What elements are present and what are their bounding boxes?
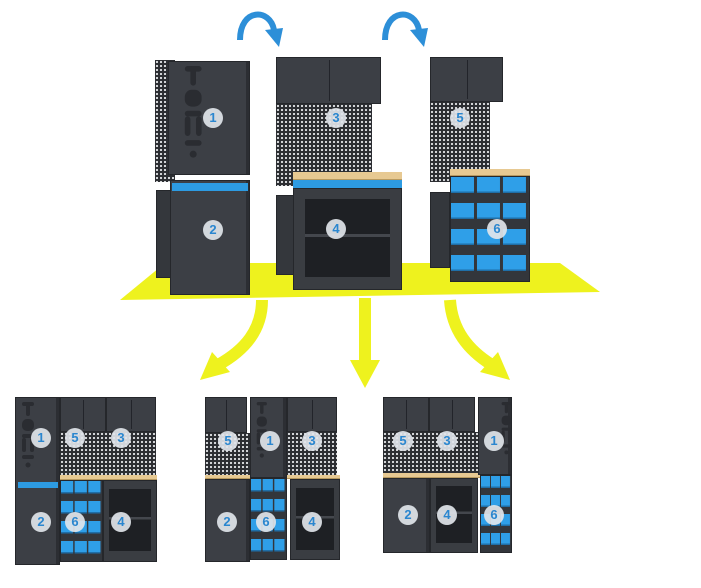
module-number-badge: 2: [203, 220, 223, 240]
worktop: [287, 475, 340, 479]
wall-cabinet: [205, 397, 247, 433]
brand-logo-stroke: [184, 140, 202, 146]
module-number-badge: 5: [65, 428, 85, 448]
wall-cabinet: [383, 397, 429, 432]
brand-logo: [184, 66, 202, 158]
module-number-badge: 4: [437, 505, 457, 525]
brand-logo-stroke: [256, 432, 261, 445]
wall-cabinet: [276, 57, 381, 104]
wall-cabinet: [429, 397, 475, 432]
floor-arrow-right-head: [480, 352, 510, 380]
module-number-badge: 4: [111, 512, 131, 532]
swap-arrow-3-5: [382, 11, 422, 41]
drawer-strip: [18, 482, 58, 488]
worktop: [293, 172, 402, 180]
brand-logo-stroke: [259, 453, 264, 458]
module-number-badge: 1: [203, 108, 223, 128]
floor-arrow-middle: [359, 298, 371, 363]
module-number-badge: 4: [326, 219, 346, 239]
brand-logo-stroke: [189, 150, 197, 158]
brand-logo-stroke: [256, 416, 267, 427]
swap-arrow-3-5-head: [410, 28, 428, 47]
brand-logo-stroke: [501, 415, 512, 426]
brand-logo-stroke: [504, 402, 508, 414]
bin-cabinet-6: [450, 176, 530, 282]
module-number-badge: 1: [260, 431, 280, 451]
brand-logo-stroke: [25, 462, 31, 468]
workbench-opening: [304, 199, 391, 277]
back-panel: [430, 192, 450, 268]
module-number-badge: 3: [111, 428, 131, 448]
module-number-badge: 4: [302, 512, 322, 532]
brand-logo-stroke: [184, 110, 202, 117]
module-number-badge: 3: [326, 108, 346, 128]
module-number-badge: 3: [437, 431, 457, 451]
floor-arrow-left-head: [200, 352, 230, 380]
module-number-badge: 6: [487, 219, 507, 239]
module-number-badge: 2: [398, 505, 418, 525]
base-cabinet-2: [383, 478, 430, 553]
brand-logo-stroke: [22, 438, 26, 452]
brand-logo-stroke: [501, 427, 512, 431]
brand-logo-stroke: [260, 402, 264, 414]
swap-arrow-1-3-head: [265, 28, 283, 47]
brand-logo-stroke: [26, 402, 30, 416]
module-number-badge: 5: [450, 108, 470, 128]
module-number-badge: 2: [31, 512, 51, 532]
floor-arrow-middle-head: [350, 360, 380, 388]
module-number-badge: 6: [65, 512, 85, 532]
worktop: [60, 475, 157, 480]
brand-logo-stroke: [504, 450, 509, 455]
worktop: [205, 475, 250, 479]
brand-logo-stroke: [184, 89, 202, 107]
module-number-badge: 6: [484, 505, 504, 525]
module-number-badge: 1: [31, 428, 51, 448]
worktop: [383, 473, 480, 478]
module-number-badge: 5: [393, 431, 413, 451]
drawer-strip: [293, 180, 402, 188]
brand-logo-stroke: [184, 116, 191, 136]
mobile-workbench-4: [293, 188, 402, 290]
pegboard-5: [430, 102, 490, 182]
drawer-strip: [172, 183, 248, 191]
wall-cabinet: [60, 397, 106, 432]
worktop: [450, 169, 530, 176]
swap-arrow-1-3: [237, 11, 277, 41]
brand-logo-stroke: [501, 444, 512, 448]
brand-logo-stroke: [190, 66, 196, 86]
brand-logo-stroke: [22, 455, 34, 459]
brand-logo-stroke: [22, 419, 34, 431]
module-number-badge: 2: [217, 512, 237, 532]
brand-logo-stroke: [195, 116, 202, 136]
module-number-badge: 1: [484, 431, 504, 451]
brand-logo-stroke: [507, 430, 512, 442]
wall-cabinet: [430, 57, 503, 102]
module-number-badge: 6: [256, 512, 276, 532]
module-number-badge: 5: [218, 431, 238, 451]
floor-arrow-right: [444, 299, 496, 371]
module-number-badge: 3: [302, 431, 322, 451]
wall-cabinet: [106, 397, 156, 432]
wall-cabinet: [287, 397, 337, 432]
floor-arrow-left: [215, 299, 268, 371]
